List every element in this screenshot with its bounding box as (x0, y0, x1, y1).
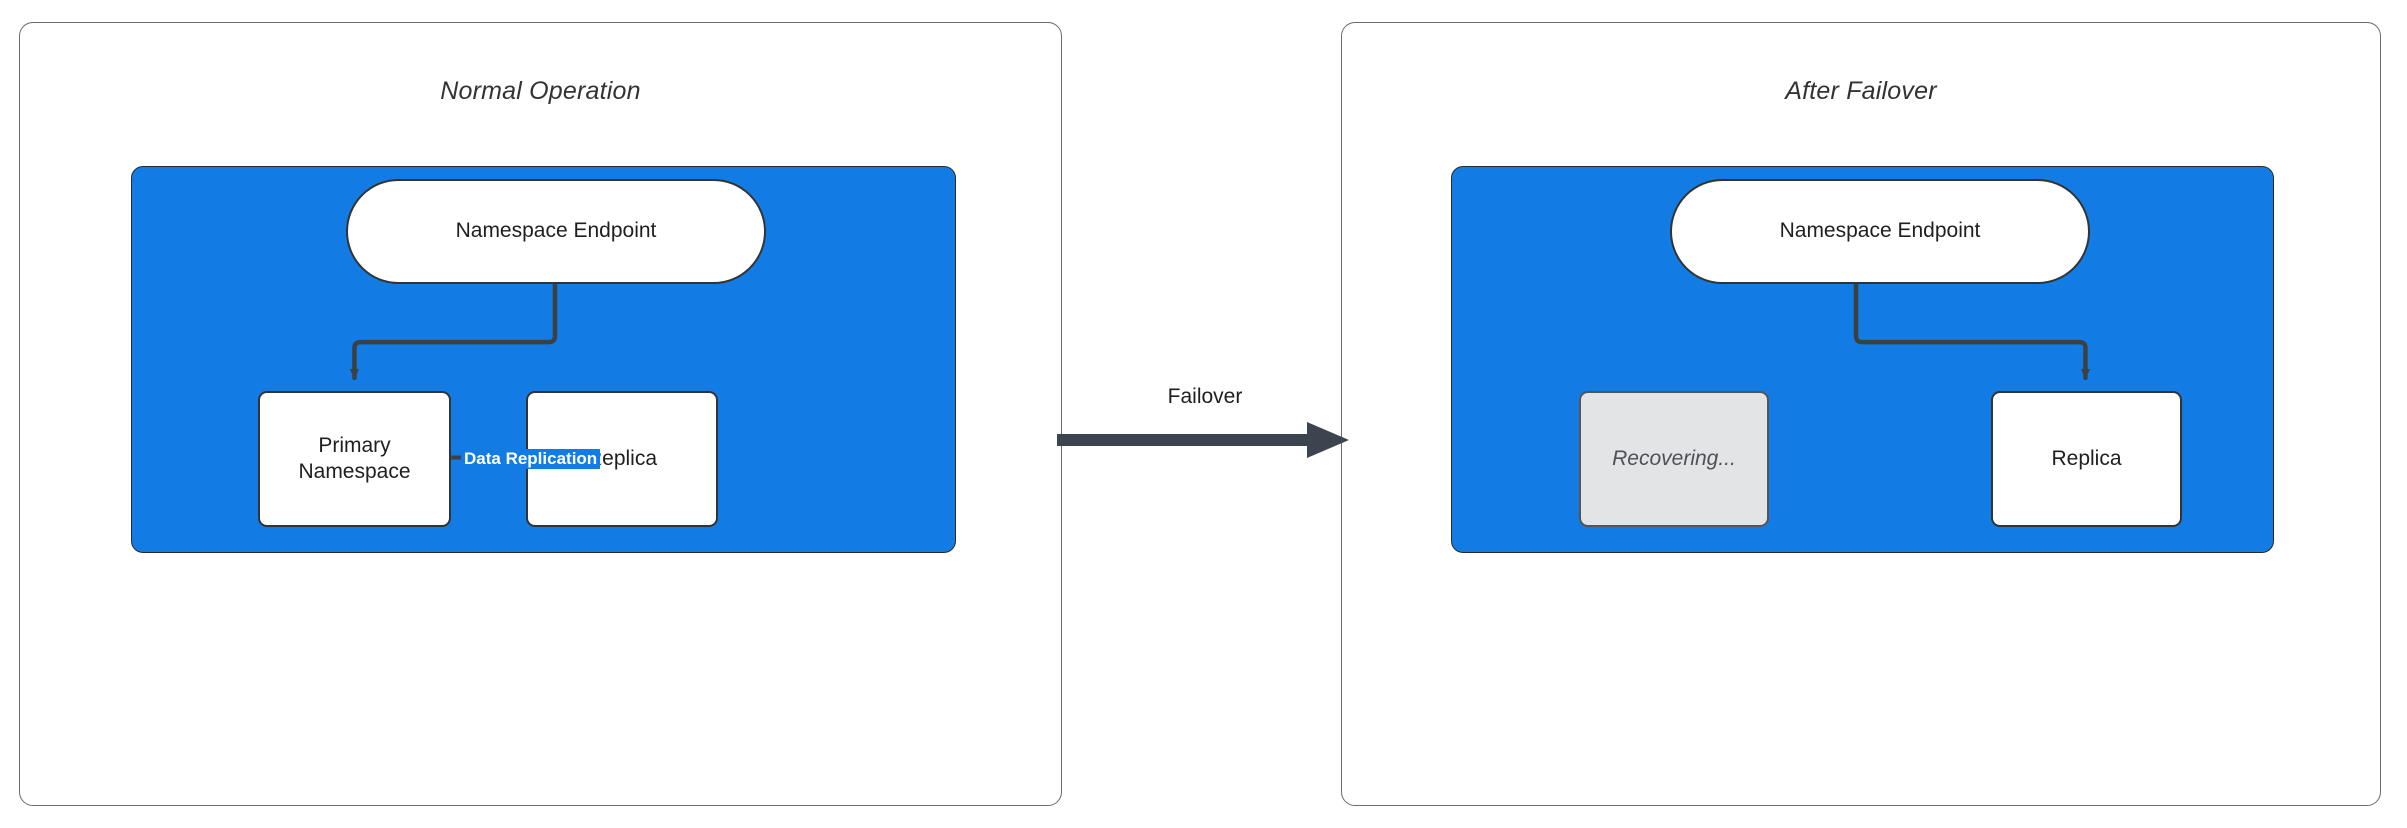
zone-namespace-group-right: Namespace Endpoint Recovering... Replica (1451, 166, 2274, 553)
edge-endpoint-to-replica (1853, 281, 2090, 381)
node-recovering[interactable]: Recovering... (1579, 391, 1769, 527)
node-primary-namespace[interactable]: Primary Namespace (258, 391, 451, 527)
node-label-line2: Namespace (298, 460, 411, 483)
node-namespace-endpoint-left[interactable]: Namespace Endpoint (346, 179, 766, 284)
edge-endpoint-to-primary (349, 281, 558, 381)
node-label: Namespace Endpoint (1779, 219, 1981, 243)
failover-arrow-shape (1057, 422, 1349, 458)
node-label: Namespace Endpoint (455, 219, 657, 243)
node-replica-right[interactable]: Replica (1991, 391, 2182, 527)
node-namespace-endpoint-right[interactable]: Namespace Endpoint (1670, 179, 2090, 284)
panel-title-normal-operation: Normal Operation (440, 77, 641, 105)
node-label: Replica (586, 446, 658, 470)
panel-after-failover: After Failover Namespace Endpoint Recove… (1341, 22, 2381, 806)
panel-normal-operation: Normal Operation Namespace End (19, 22, 1062, 806)
node-label: Replica (2051, 446, 2122, 470)
zone-namespace-group-left: Namespace Endpoint Primary Namespace Rep… (131, 166, 956, 553)
panel-title-after-failover: After Failover (1785, 77, 1937, 105)
edge-label-data-replication: Data Replication (461, 449, 601, 469)
failover-transition-arrow (1057, 422, 1349, 458)
failover-transition-label: Failover (1167, 385, 1243, 408)
node-label: Primary Namespace (298, 433, 410, 486)
node-label-line1: Primary (318, 433, 391, 457)
node-label: Recovering... (1612, 446, 1736, 470)
